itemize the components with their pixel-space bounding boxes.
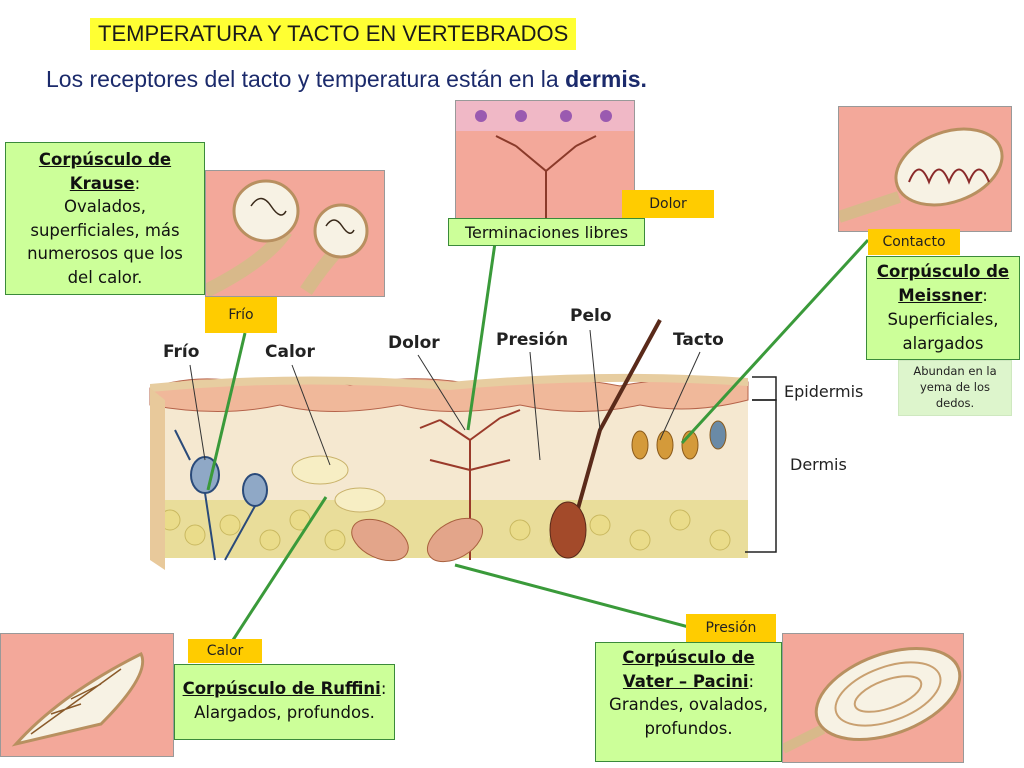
pacini-illustration: [783, 646, 962, 754]
meissner-image: [838, 106, 1012, 232]
page-title-text: TEMPERATURA Y TACTO EN VERTEBRADOS: [98, 21, 569, 46]
pacini-box: Corpúsculo de Vater – Pacini: Grandes, o…: [595, 642, 782, 762]
krause-box: Corpúsculo de Krause: Ovalados, superfic…: [5, 142, 205, 295]
pacini-desc: Grandes, ovalados, profundos.: [609, 695, 768, 738]
meissner-desc: Superficiales, alargados: [887, 310, 999, 353]
ruffini-name: Corpúsculo de Ruffini: [182, 679, 381, 698]
label-leaders: [189, 329, 701, 466]
layer-brackets: [745, 376, 777, 553]
ruffini-colon: :: [380, 679, 387, 698]
skin-label-pelo: Pelo: [570, 306, 612, 326]
skin-label-calor: Calor: [265, 342, 315, 362]
krause-colon: :: [134, 173, 141, 193]
ruffini-desc: Alargados, profundos.: [194, 703, 375, 722]
skin-label-presion: Presión: [496, 330, 569, 350]
skin-label-dolor: Dolor: [388, 333, 440, 353]
krause-image: [205, 170, 385, 297]
pacini-name: Corpúsculo de Vater – Pacini: [622, 648, 755, 691]
meissner-name: Corpúsculo de Meissner: [876, 262, 1010, 305]
free-endings-tag: Dolor: [622, 190, 714, 218]
meissner-note: Abundan en la yema de los dedos.: [898, 360, 1012, 416]
pacini-corpuscles: [351, 517, 483, 563]
skin-label-frio: Frío: [163, 342, 200, 362]
subtitle-bold: dermis.: [565, 66, 647, 92]
pointer-ruffini: [231, 496, 328, 641]
free-nerve-endings: [419, 409, 521, 560]
dermis-label: Dermis: [790, 455, 847, 474]
krause-name: Corpúsculo de Krause: [38, 150, 172, 193]
free-endings-image: [455, 100, 635, 222]
epidermis-bracket: [752, 376, 777, 401]
pacini-tag: Presión: [686, 614, 776, 642]
page-subtitle: Los receptores del tacto y temperatura e…: [46, 66, 647, 93]
dermis-bracket: [745, 399, 777, 553]
epidermis-label: Epidermis: [784, 382, 864, 401]
ruffini-box: Corpúsculo de Ruffini: Alargados, profun…: [174, 664, 395, 740]
stratum-corneum: [150, 373, 748, 392]
ruffini-illustration: [11, 651, 145, 747]
meissner-tag: Contacto: [868, 229, 960, 255]
ruffini-corpuscles: [291, 455, 386, 513]
pointer-lines: [206, 238, 870, 641]
pointer-pacini: [454, 563, 701, 632]
ruffini-image: [0, 633, 174, 757]
meissner-colon: :: [982, 286, 988, 305]
ruffini-tag: Calor: [188, 639, 262, 663]
krause-corpuscles: [174, 429, 268, 561]
free-endings-name: Terminaciones libres: [464, 223, 629, 242]
krause-tag: Frío: [205, 297, 277, 333]
skin-label-tacto: Tacto: [673, 330, 724, 350]
meissner-illustration: [839, 127, 1004, 223]
pointer-free-endings: [466, 242, 497, 431]
pointer-krause: [206, 332, 247, 491]
krause-illustration: [206, 179, 369, 296]
page-title: TEMPERATURA Y TACTO EN VERTEBRADOS: [90, 18, 577, 50]
block-side: [150, 388, 165, 570]
subtitle-text: Los receptores del tacto y temperatura e…: [46, 66, 566, 92]
free-endings-box: Terminaciones libres: [448, 218, 645, 246]
free-endings-illustration: [456, 101, 634, 221]
krause-desc: Ovalados, superficiales, más numerosos q…: [27, 197, 183, 287]
pacini-image: [782, 633, 964, 763]
pacini-colon: :: [748, 671, 755, 691]
meissner-box: Corpúsculo de Meissner: Superficiales, a…: [866, 256, 1020, 360]
pointer-meissner: [680, 238, 870, 445]
